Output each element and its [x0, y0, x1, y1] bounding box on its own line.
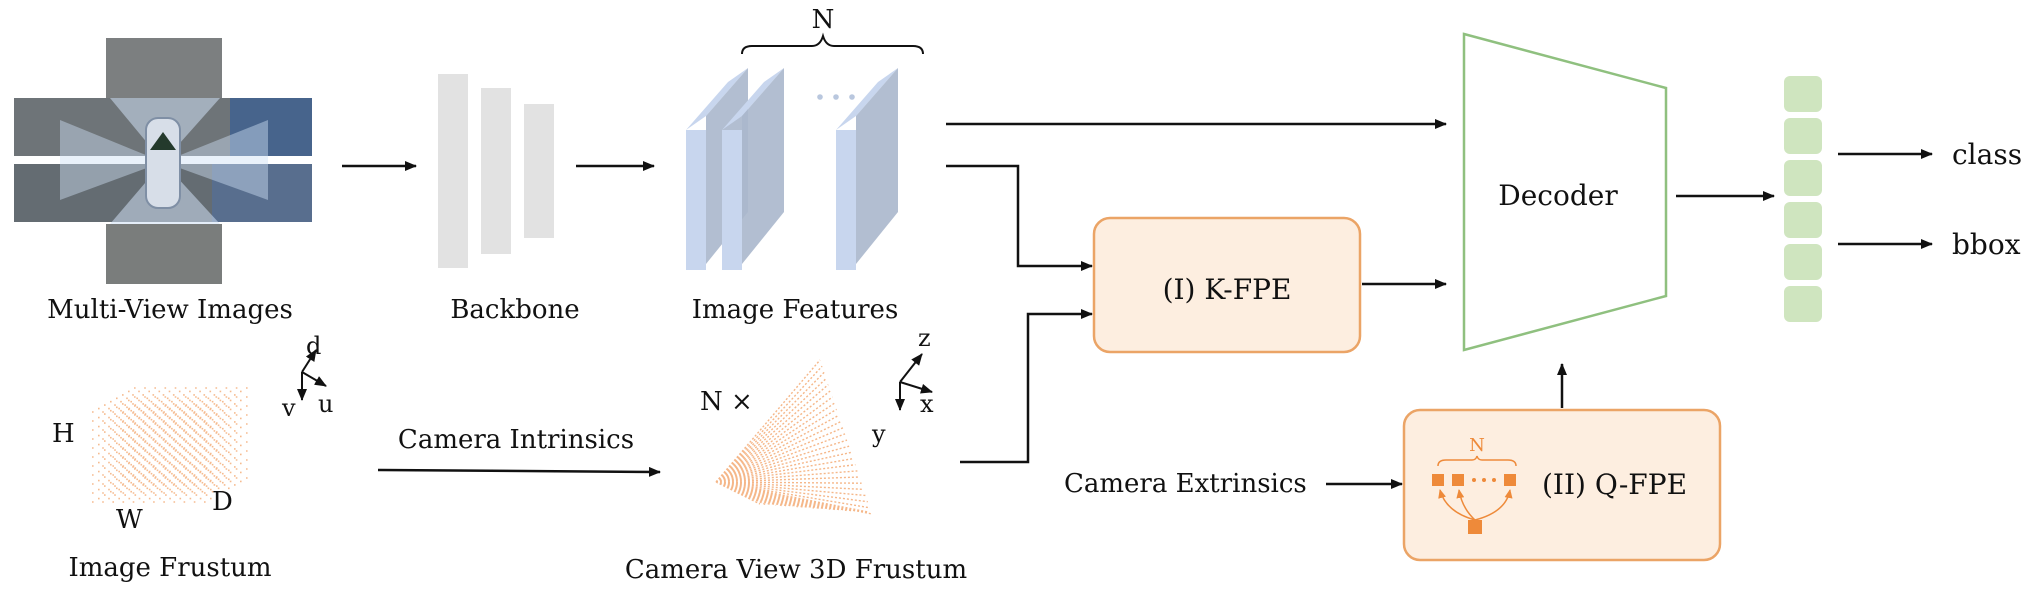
axis-x: [899, 381, 933, 394]
query-point: [1504, 474, 1516, 486]
axis-x-label: x: [920, 390, 934, 418]
frustum-ray-fan: [715, 359, 873, 515]
class-output-label: class: [1952, 138, 2022, 171]
frustum-d-label: D: [212, 487, 233, 517]
q-fpe-box: [1402, 408, 1722, 562]
ellipsis-dot: [833, 94, 839, 100]
k-fpe-label: (I) K-FPE: [1163, 273, 1292, 306]
q-fpe-edge: [1456, 489, 1476, 521]
q-fpe-module: N (II) Q-FPE: [1402, 408, 1722, 562]
frustum-rays: [715, 359, 873, 515]
arrow-frustum-to-kfpe: [960, 309, 1093, 464]
camera-image-back: [106, 224, 222, 284]
feature-map-n: [836, 68, 898, 270]
reference-point: [1468, 520, 1482, 534]
ellipsis-dot: [1472, 478, 1476, 482]
feature-map-2: [722, 68, 784, 270]
object-queries: [1784, 76, 1822, 322]
q-fpe-n-label: N: [1469, 435, 1485, 456]
arrow-features-to-kfpe: [946, 164, 1093, 271]
frustum-dot-grid: [92, 387, 248, 503]
feature-count-brace: [741, 32, 924, 55]
backbone-layer-3: [524, 104, 554, 238]
query-token: [1784, 76, 1822, 112]
image-frustum: H W D Image Frustum: [52, 387, 272, 583]
ellipsis-dot: [849, 94, 855, 100]
multi-view-images-label: Multi-View Images: [47, 295, 293, 325]
query-token: [1784, 202, 1822, 238]
backbone-layer-2: [481, 88, 511, 254]
ego-car-windshield: [150, 132, 176, 150]
k-fpe-box: [1092, 216, 1362, 354]
query-token: [1784, 244, 1822, 280]
axis-z: [899, 353, 923, 383]
ego-car-icon: [145, 117, 181, 209]
query-point: [1432, 474, 1444, 486]
q-fpe-edge: [1438, 489, 1476, 521]
n-times-label: N ×: [700, 387, 753, 417]
axis-d-label: d: [306, 332, 321, 360]
camera-image-front: [106, 38, 222, 98]
q-fpe-label: (II) Q-FPE: [1542, 468, 1687, 501]
axis-y-label: y: [871, 420, 886, 448]
frustum-dots: [92, 387, 248, 503]
ellipsis-dot: [817, 94, 823, 100]
view-cone-right: [163, 120, 268, 200]
image-axes: d u v: [281, 332, 333, 422]
k-fpe-module: (I) K-FPE: [1092, 216, 1362, 354]
query-token: [1784, 160, 1822, 196]
query-token: [1784, 118, 1822, 154]
arrow-camera-intrinsics: [377, 466, 661, 477]
view-cone-left: [60, 120, 163, 200]
bus-scene-rear: [212, 164, 312, 222]
frustum-h-label: H: [52, 419, 75, 449]
query-point: [1452, 474, 1464, 486]
camera-view-frustum: N × Camera View 3D Frustum: [625, 359, 967, 585]
backbone: Backbone: [438, 74, 580, 325]
decoder: Decoder: [1462, 32, 1668, 352]
bbox-output-label: bbox: [1952, 228, 2021, 261]
multi-view-images: Multi-View Images: [14, 38, 312, 325]
axis-v-label: v: [281, 394, 296, 422]
frustum-w-label: W: [116, 505, 143, 535]
image-features: N Image Features: [686, 5, 924, 325]
bus-scene: [230, 98, 312, 156]
axis-u: [301, 371, 327, 387]
camera-view-frustum-label: Camera View 3D Frustum: [625, 555, 967, 585]
query-token: [1784, 286, 1822, 322]
decoder-trapezoid: [1462, 32, 1668, 352]
feature-count-label: N: [812, 5, 835, 35]
backbone-label: Backbone: [450, 295, 579, 325]
decoder-label: Decoder: [1498, 179, 1618, 212]
q-fpe-brace: [1437, 455, 1517, 467]
backbone-layer-1: [438, 74, 468, 268]
camera-extrinsics-label: Camera Extrinsics: [1064, 469, 1307, 499]
axis-z-label: z: [918, 324, 931, 352]
camera-intrinsics-label: Camera Intrinsics: [398, 425, 634, 455]
image-frustum-label: Image Frustum: [68, 553, 271, 583]
ellipsis-dot: [1492, 478, 1496, 482]
axis-d: [301, 349, 317, 373]
ellipsis-dot: [1482, 478, 1486, 482]
image-features-label: Image Features: [692, 295, 899, 325]
q-fpe-edge: [1474, 489, 1513, 521]
axis-u-label: u: [318, 390, 333, 418]
camera-axes: z x y: [871, 324, 934, 448]
